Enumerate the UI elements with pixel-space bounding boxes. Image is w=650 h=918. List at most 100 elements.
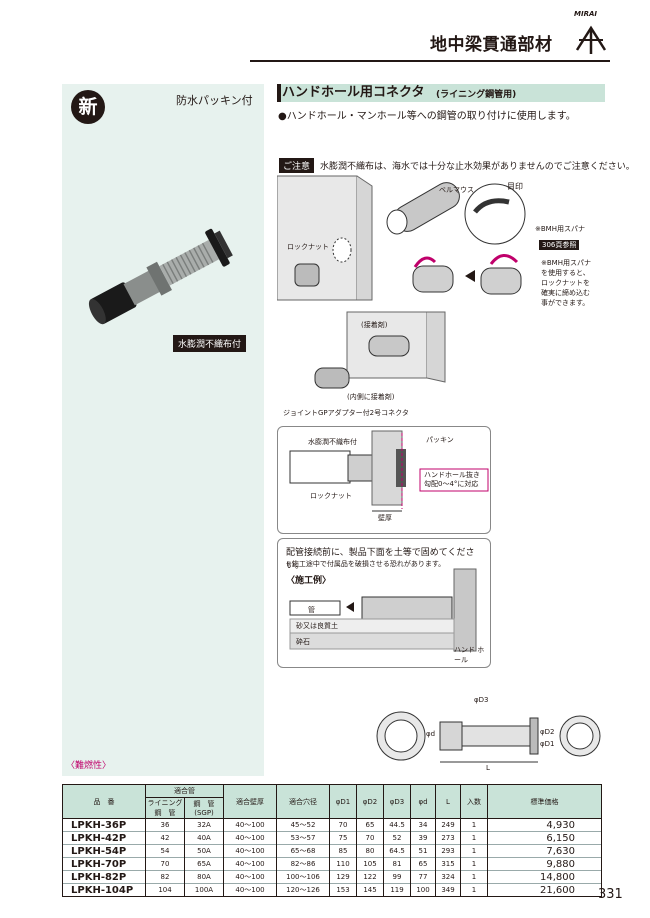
install-note: 配管接続前に、製品下面を土等で固めてください。 (286, 548, 475, 571)
handhole-label: ハンド ホール (454, 646, 485, 664)
table-cell: 42 (145, 831, 185, 845)
table-cell: 40〜100 (223, 857, 277, 871)
product-title: ハンドホール用コネクタ (282, 85, 425, 100)
construction-example: 配管接続前に、製品下面を土等で固めてください。 ※施工途中で付属品を破損させる恐… (277, 538, 491, 668)
col-D2: φD2 (356, 784, 384, 819)
table-cell: 100A (184, 883, 224, 897)
model-cell: LPKH-82P (62, 870, 146, 884)
table-cell: 40A (184, 831, 224, 845)
table-cell: 39 (410, 831, 436, 845)
table-cell: 40〜100 (223, 831, 277, 845)
table-cell: 153 (329, 883, 357, 897)
nonwoven-tag: 水膨潤不織布付 (173, 335, 247, 352)
table-cell: 44.5 (383, 818, 411, 832)
flame-retardant-note: 〈難燃性〉 (66, 761, 112, 771)
table-cell: 34 (410, 818, 436, 832)
col-qty: 入数 (460, 784, 488, 819)
table-cell: 65〜68 (276, 844, 330, 858)
sealant-label: (接着剤) (361, 321, 388, 329)
soil-label: 砂又は良質土 (296, 622, 338, 630)
table-cell: 1 (460, 870, 488, 884)
dim-D1: φD1 (540, 740, 555, 748)
table-cell: 80 (356, 844, 384, 858)
table-cell: 100〜106 (276, 870, 330, 884)
col-wall: 適合壁厚 (223, 784, 277, 819)
table-cell: 100 (410, 883, 436, 897)
table-cell: 82 (145, 870, 185, 884)
example-label: 〈施工例〉 (286, 576, 332, 586)
model-cell: LPKH-36P (62, 818, 146, 832)
table-cell: 1 (460, 883, 488, 897)
col-D1: φD1 (329, 784, 357, 819)
table-cell: 1 (460, 857, 488, 871)
table-cell: 85 (329, 844, 357, 858)
wall-section-diagram: 水膨潤不織布付 パッキン ロックナット ハンドホール抜き 勾配0〜4°に対応 壁… (277, 426, 491, 534)
dim-d: φd (426, 730, 436, 738)
spec-table: 品 番 適合管 適合壁厚 適合穴径 φD1 φD2 φD3 φd L 入数 標準… (62, 784, 602, 897)
slope-note: ハンドホール抜き 勾配0〜4°に対応 (424, 471, 480, 488)
lock-nut-label: ロックナット (287, 243, 329, 251)
col-model: 品 番 (62, 784, 146, 819)
table-cell: 81 (383, 857, 411, 871)
table-cell: 36 (145, 818, 185, 832)
table-cell: 1 (460, 831, 488, 845)
model-cell: LPKH-104P (62, 883, 146, 897)
product-subtitle: (ライニング鋼管用) (436, 90, 517, 100)
table-cell: 249 (435, 818, 461, 832)
dim-D3: φD3 (474, 696, 489, 704)
table-cell: 70 (145, 857, 185, 871)
table-cell: 65 (410, 857, 436, 871)
lock-nut-label-2: ロックナット (310, 492, 352, 500)
product-description: ●ハンドホール・マンホール等への鋼管の取り付けに使用します。 (278, 111, 576, 122)
table-cell: 64.5 (383, 844, 411, 858)
table-cell: 65A (184, 857, 224, 871)
table-cell: 51 (410, 844, 436, 858)
table-cell: 349 (435, 883, 461, 897)
bmh-note: ※BMH用スパナ を使用すると、 ロックナットを 確実に締め込む 事ができます。 (541, 259, 591, 307)
wall-thickness-label: 壁厚 (378, 514, 392, 522)
col-lining: ライニング 鋼 管 (145, 797, 185, 819)
col-hole: 適合穴径 (276, 784, 330, 819)
price-cell: 7,630 (487, 844, 602, 858)
table-cell: 77 (410, 870, 436, 884)
model-cell: LPKH-70P (62, 857, 146, 871)
price-cell: 9,880 (487, 857, 602, 871)
table-cell: 1 (460, 844, 488, 858)
caution-label: ご注意 (279, 158, 315, 173)
table-cell: 70 (356, 831, 384, 845)
table-cell: 273 (435, 831, 461, 845)
packing-label: パッキン (426, 436, 454, 444)
col-d: φd (410, 784, 436, 819)
model-cell: LPKH-54P (62, 844, 146, 858)
col-L: L (435, 784, 461, 819)
nonwoven-label: 水膨潤不織布付 (308, 438, 357, 446)
table-cell: 82〜86 (276, 857, 330, 871)
page-number: 331 (598, 887, 623, 902)
table-cell: 53〜57 (276, 831, 330, 845)
table-cell: 293 (435, 844, 461, 858)
product-photo (88, 228, 233, 325)
bmh-spanner-label: ※BMH用スパナ (535, 225, 585, 233)
title-bar (277, 84, 605, 102)
brand-name: MIRAI (574, 10, 597, 18)
table-cell: 40〜100 (223, 844, 277, 858)
model-cell: LPKH-42P (62, 831, 146, 845)
gravel-label: 砕石 (296, 638, 310, 646)
table-cell: 40〜100 (223, 870, 277, 884)
table-cell: 80A (184, 870, 224, 884)
col-price: 標準価格 (487, 784, 602, 819)
table-cell: 324 (435, 870, 461, 884)
new-badge: 新 (71, 90, 105, 124)
table-cell: 122 (356, 870, 384, 884)
table-cell: 54 (145, 844, 185, 858)
seal-label: 防水パッキン付 (176, 94, 253, 107)
product-panel (62, 84, 264, 776)
pipe-label: 管 (308, 606, 315, 614)
price-cell: 14,800 (487, 870, 602, 884)
table-cell: 32A (184, 818, 224, 832)
eye-mark-label: 目印 (507, 182, 523, 191)
